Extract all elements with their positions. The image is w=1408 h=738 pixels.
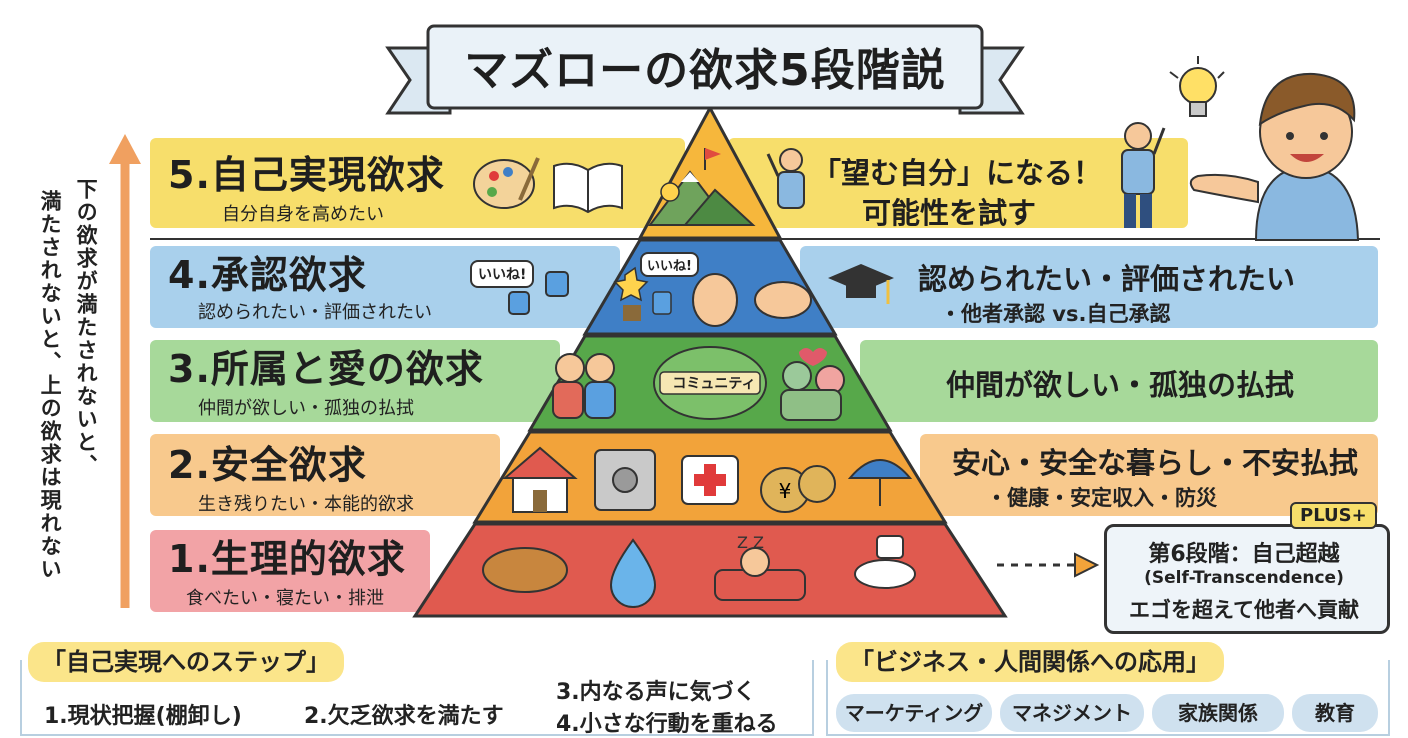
trophy-icon (613, 266, 649, 321)
level-2-title: 2.安全欲求 (168, 443, 367, 487)
standing-person-icon (1108, 120, 1168, 236)
steps-box (20, 660, 814, 736)
svg-text:Z Z: Z Z (737, 533, 764, 552)
level-5-sub: 自分自身を高めたい (222, 204, 384, 225)
level-3-right-main: 仲間が欲しい・孤独の払拭 (946, 368, 1295, 402)
water-drop-icon (609, 538, 657, 608)
level-1-title: 1.生理的欲求 (168, 537, 406, 581)
palette-icon (472, 152, 542, 216)
title-ribbon (385, 24, 1025, 115)
step-item-4: 4.小さな行動を重ねる (556, 712, 778, 737)
applications-box (826, 660, 1390, 736)
band-level-2 (150, 434, 500, 516)
bread-icon (482, 547, 568, 593)
application-family: 家族関係 (1152, 694, 1284, 732)
pyramid-level-1 (412, 522, 1008, 618)
level-5-right-main-1: 「望む自分」になる！ (812, 156, 1103, 190)
pyramid: ¥ Z Z (412, 104, 1008, 618)
level-3-title: 3.所属と愛の欲求 (168, 347, 484, 391)
sleeping-person-icon: Z Z (714, 533, 806, 601)
community-icon (653, 346, 767, 420)
side-note-line-1: 下の欲求が満たされないと、 (74, 178, 99, 477)
plus-line-2: (Self-Transcendence) (1144, 568, 1344, 588)
applications-heading: 「ビジネス・人間関係への応用」 (836, 642, 1224, 682)
level-2-right-main: 安心・安全な暮らし・不安払拭 (952, 446, 1359, 480)
money-bag-icon: ¥ (760, 465, 836, 513)
level-3-sub: 仲間が欲しい・孤独の払拭 (198, 398, 414, 419)
mountain-icon (647, 148, 756, 226)
band-level-4 (150, 246, 620, 328)
band-level-1 (150, 530, 430, 612)
dashed-arrow (997, 552, 1100, 578)
side-note-line-2: 満たされないと、上の欲求は現れない (38, 190, 63, 581)
handshake-icon (754, 281, 812, 319)
level-4-sub: 認められたい・評価されたい (198, 302, 432, 323)
friends-icon (552, 353, 616, 419)
thumbs-up-icon (540, 264, 574, 302)
house-icon (502, 446, 578, 513)
svg-text:¥: ¥ (779, 479, 792, 503)
step-item-3: 3.内なる声に気づく (556, 680, 756, 705)
presenter-character (1176, 62, 1366, 246)
level-2-sub: 生き残りたい・本能的欲求 (198, 494, 414, 515)
plus-badge: PLUS+ (1290, 502, 1377, 529)
level-4-right-sub: ・他者承認 vs.自己承認 (940, 302, 1171, 326)
level-5-title: 5.自己実現欲求 (168, 153, 445, 197)
application-management: マネジメント (1000, 694, 1144, 732)
safe-icon (594, 449, 656, 511)
graduation-cap-icon (826, 260, 896, 314)
lightbulb-icon (1160, 52, 1230, 136)
umbrella-icon (847, 459, 913, 506)
step-item-2: 2.欠乏欲求を満たす (304, 704, 504, 729)
band-level-3 (150, 340, 560, 422)
band-right-level-4 (800, 246, 1378, 328)
application-marketing: マーケティング (836, 694, 992, 732)
level-2-right-sub: ・健康・安定収入・防災 (986, 486, 1217, 510)
clapping-hands-icon (692, 273, 738, 327)
page-title: マズローの欲求5段階説 (464, 45, 946, 96)
level-1-sub: 食べたい・寝たい・排泄 (186, 588, 384, 609)
band-right-level-3 (860, 340, 1378, 422)
thumbs-up-icon (652, 291, 672, 315)
level-4-right-main: 認められたい・評価されたい (918, 262, 1296, 296)
hug-icon (780, 348, 845, 421)
steps-heading: 「自己実現へのステップ」 (28, 642, 344, 682)
first-aid-icon (681, 455, 739, 505)
community-label: コミュニティ (672, 376, 756, 392)
thumbs-up-icon-2 (505, 286, 535, 320)
plus-box (1104, 524, 1390, 634)
level-5-right-main-2: 可能性を試す (862, 196, 1037, 230)
like-bubble-pyramid: いいね! (640, 252, 699, 277)
level-4-title: 4.承認欲求 (168, 253, 367, 297)
toilet-icon (854, 535, 916, 589)
plus-line-1: 第6段階：自己超越 (1148, 542, 1340, 567)
book-icon (550, 158, 626, 218)
application-education: 教育 (1292, 694, 1378, 732)
plus-line-3: エゴを超えて他者へ貢献 (1129, 598, 1359, 622)
cheering-person-icon (766, 146, 816, 220)
step-item-1: 1.現状把握(棚卸し) (44, 704, 242, 729)
like-bubble-left: いいね! (470, 260, 535, 288)
up-arrow (109, 134, 141, 608)
